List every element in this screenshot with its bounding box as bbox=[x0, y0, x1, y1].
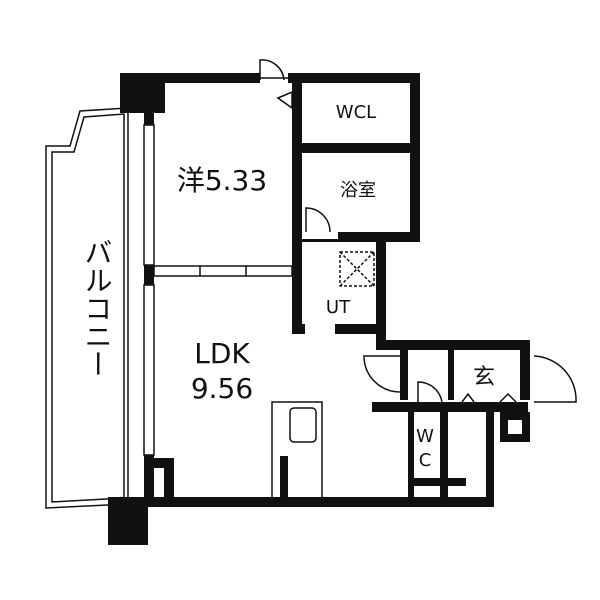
balcony-outline-inner bbox=[51, 113, 125, 503]
wall-entrance-top bbox=[376, 340, 530, 350]
partition bbox=[153, 265, 293, 277]
entrance-walls bbox=[372, 340, 530, 502]
sliding-partition bbox=[153, 265, 293, 277]
wall-entrance-right bbox=[520, 350, 530, 400]
label-utility: UT bbox=[326, 297, 351, 318]
wall-bath-ut bbox=[302, 232, 420, 242]
wall-ut-bottom bbox=[292, 324, 386, 334]
washer-pan-outline bbox=[339, 251, 375, 287]
pillar-bottom-left bbox=[108, 497, 148, 545]
door-wc bbox=[417, 381, 443, 403]
notch-top bbox=[150, 458, 174, 468]
door-front bbox=[533, 355, 577, 403]
door-bathroom bbox=[305, 207, 331, 233]
kitchen bbox=[271, 401, 323, 499]
label-ldk-size: 9.56 bbox=[191, 372, 253, 405]
window-western-room bbox=[143, 124, 155, 266]
door-western-room bbox=[259, 59, 285, 81]
wall-wcl-bath bbox=[302, 143, 410, 153]
kitchen-sink bbox=[289, 407, 317, 443]
ut-door-gap bbox=[305, 324, 335, 334]
door-wcl-stopper bbox=[276, 90, 293, 110]
label-entrance: 玄 bbox=[473, 365, 495, 390]
label-wc-c: C bbox=[419, 450, 432, 471]
wall-top-left bbox=[120, 73, 260, 83]
wall-wc-left bbox=[408, 412, 414, 498]
label-bathroom: 浴室 bbox=[340, 180, 376, 201]
washer-pan bbox=[339, 251, 375, 287]
wall-entrance-left bbox=[400, 350, 408, 400]
wall-bottom bbox=[144, 497, 494, 507]
step-marker-2 bbox=[499, 392, 517, 403]
label-wcl: WCL bbox=[336, 102, 376, 123]
label-balcony: バルコニー bbox=[81, 238, 114, 378]
room-labels: バルコニー 洋5.33 WCL 浴室 UT LDK 9.56 玄 W C bbox=[81, 102, 496, 471]
wall-right-lower bbox=[486, 412, 494, 502]
wall-entrance-floor bbox=[372, 402, 528, 412]
label-ldk-name: LDK bbox=[194, 337, 250, 370]
wall-wc-right bbox=[440, 412, 448, 498]
window-ldk bbox=[143, 284, 155, 456]
doors bbox=[259, 59, 577, 403]
wall-ut-right bbox=[376, 232, 386, 344]
wall-wc-bottom bbox=[414, 478, 466, 486]
wall-top-right bbox=[288, 73, 418, 83]
step-marker-1 bbox=[461, 392, 475, 403]
exterior-walls bbox=[108, 73, 494, 545]
wall-shoe-divider bbox=[448, 350, 454, 400]
door-entrance-inner bbox=[363, 355, 401, 393]
wall-shoebox-top bbox=[500, 412, 530, 420]
bath-door-gap bbox=[302, 225, 338, 239]
kitchen-counter bbox=[271, 401, 323, 499]
notch-side bbox=[164, 458, 174, 498]
wall-shoebox-bottom bbox=[500, 434, 530, 442]
wall-shoebox-right bbox=[522, 412, 530, 442]
washer-pan-diag-2 bbox=[339, 251, 375, 287]
kitchen-stove-edge bbox=[280, 456, 288, 498]
label-wc-w: W bbox=[416, 426, 434, 447]
label-western-room: 洋5.33 bbox=[177, 164, 267, 197]
wall-right-closets bbox=[410, 73, 420, 241]
washer-pan-diag-1 bbox=[339, 251, 375, 287]
interior-walls bbox=[292, 83, 420, 344]
wall-core-left bbox=[292, 83, 302, 333]
wall-shoebox-left bbox=[500, 412, 508, 442]
